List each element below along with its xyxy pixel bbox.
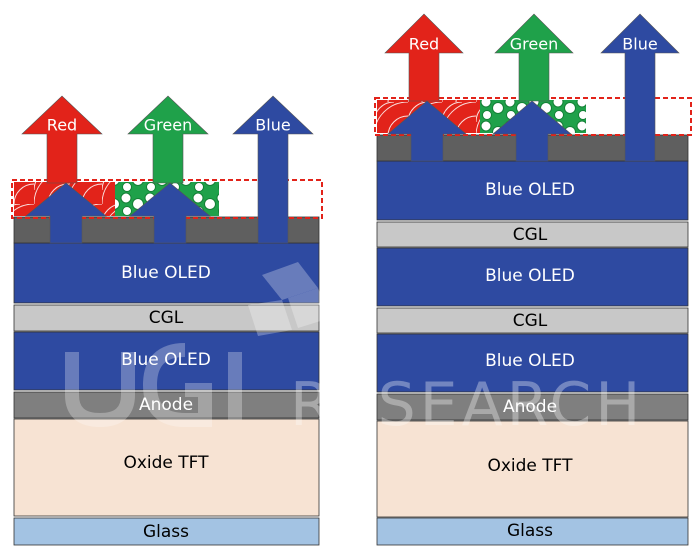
right-layer-label: Blue OLED xyxy=(485,180,575,200)
left-layer-label: CGL xyxy=(149,308,184,328)
right-red-arrow-label: Red xyxy=(409,35,439,54)
left-layer-label: Glass xyxy=(143,522,189,542)
left-layer-label: Blue OLED xyxy=(121,350,211,370)
left-oxide-tft-layer xyxy=(13,418,320,517)
left-red-arrow-label: Red xyxy=(47,116,77,135)
right-cgl-layer-1 xyxy=(376,221,689,248)
right-layer-label: Blue OLED xyxy=(485,266,575,286)
right-blue-arrow xyxy=(600,13,680,162)
left-green-arrow-label: Green xyxy=(144,116,192,135)
right-layer-label: CGL xyxy=(513,311,548,331)
right-inner-arrow-red xyxy=(387,100,467,162)
right-layer-label: Anode xyxy=(503,397,557,417)
right-oxide-tft-layer xyxy=(376,420,689,518)
left-inner-arrow-red xyxy=(25,182,107,244)
right-stack: Blue OLED CGL Blue OLED CGL Blue OLED An… xyxy=(374,13,692,546)
left-layer-label: Anode xyxy=(139,395,193,415)
right-green-arrow-label: Green xyxy=(510,35,558,54)
right-anode-layer xyxy=(376,393,689,421)
right-inner-arrow-green xyxy=(492,100,572,162)
right-layer-label: Oxide TFT xyxy=(487,456,573,476)
right-blue-oled-layer-1 xyxy=(376,160,689,221)
watermark-text: RESEARCH xyxy=(290,370,644,440)
left-stack: Blue OLED CGL Blue OLED Anode Oxide TFT … xyxy=(11,95,323,546)
right-blue-oled-layer-2 xyxy=(376,247,689,307)
right-layer-label: Blue OLED xyxy=(485,351,575,371)
watermark-logo-mark xyxy=(65,262,330,428)
left-cgl-layer xyxy=(13,304,320,332)
right-red-arrow xyxy=(384,13,464,102)
left-layer-label: Blue OLED xyxy=(121,263,211,283)
left-blue-oled-layer-1 xyxy=(13,242,320,304)
right-cgl-layer-2 xyxy=(376,307,689,334)
left-blue-oled-layer-2 xyxy=(13,331,320,391)
right-layer-label: CGL xyxy=(513,225,548,245)
left-anode-layer xyxy=(13,391,320,419)
left-layer-label: Oxide TFT xyxy=(123,453,209,473)
left-glass-layer xyxy=(13,517,320,546)
right-blue-arrow-label: Blue xyxy=(622,35,657,54)
right-blue-oled-layer-3 xyxy=(376,333,689,393)
right-layer-label: Glass xyxy=(507,521,553,541)
right-green-arrow xyxy=(494,13,574,102)
left-red-arrow xyxy=(21,95,103,184)
left-inner-arrow-green xyxy=(129,182,211,244)
watermark: RESEARCH xyxy=(65,262,644,440)
left-blue-arrow xyxy=(232,95,314,244)
left-green-arrow xyxy=(127,95,209,184)
left-blue-arrow-label: Blue xyxy=(255,116,290,135)
right-glass-layer xyxy=(376,517,689,546)
